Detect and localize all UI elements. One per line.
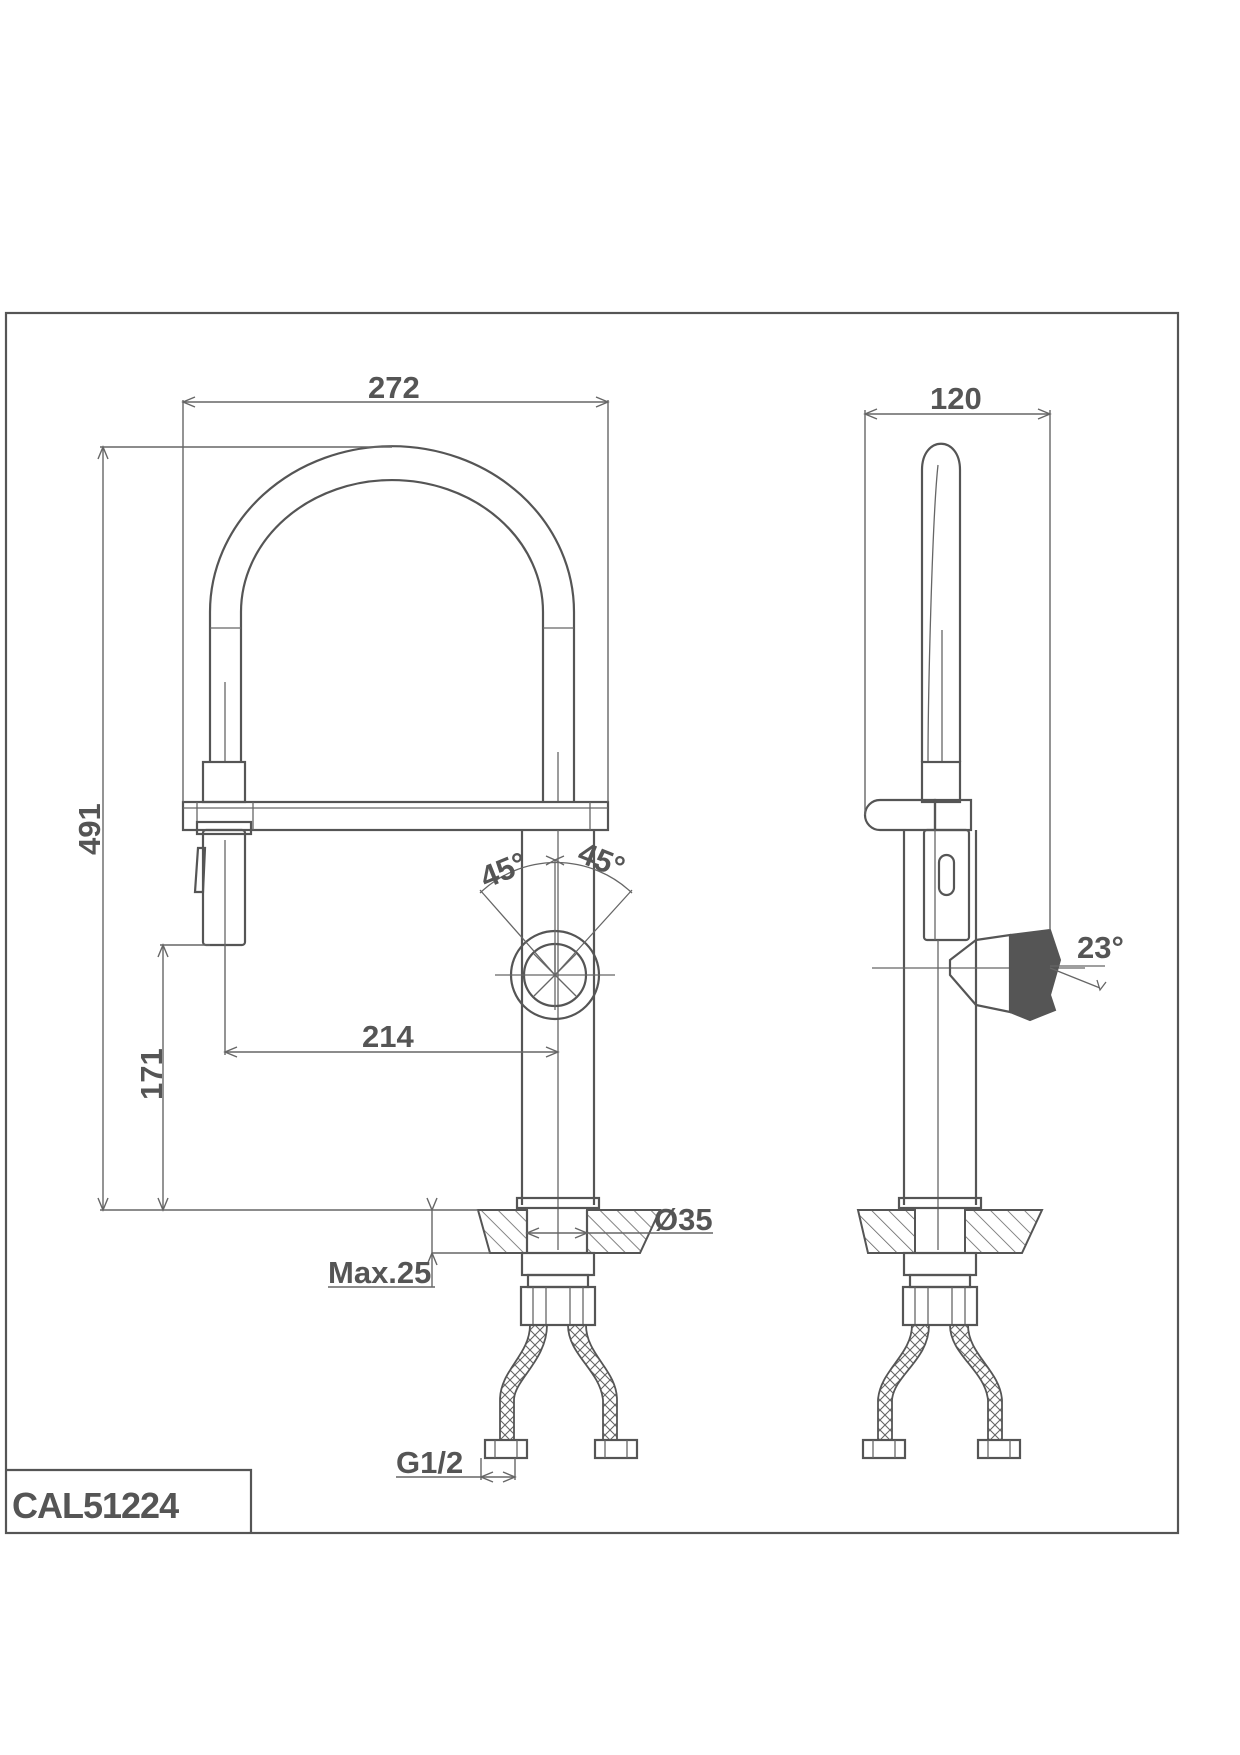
dim-height-overall: 491 [72,803,107,855]
side-arm [863,798,937,832]
countertop-section-front [476,1209,662,1254]
drawing-frame [4,311,1180,1535]
side-dimensions: 120 [863,381,1052,930]
dim-spout-reach: 214 [362,1019,414,1054]
hose-right-front [567,1324,618,1441]
fitting-left-front [483,1438,529,1460]
front-dimensions: 272 491 171 214 Ø35 Max.25 [72,370,713,1483]
mounting-nut [526,1273,590,1289]
front-view: 45° 45° [181,445,662,1460]
spray-trigger [193,846,207,894]
title-block: CAL51224 [6,1468,253,1533]
dim-max-thickness: Max.25 [328,1255,431,1290]
hose-left-side [877,1324,930,1441]
mounting-coupling [519,1285,597,1327]
countertop-section-side [856,1209,1044,1254]
lever-handle-side [948,933,1012,1014]
dim-spout-height: 171 [134,1048,169,1100]
dim-thread: G1/2 [396,1445,463,1480]
angle-left-label: 45° [475,845,532,895]
angle-right-label: 45° [573,835,630,885]
dim-side-depth: 120 [930,381,982,416]
fitting-right-front [593,1438,639,1460]
dim-hole-diameter: Ø35 [654,1202,713,1237]
lever-grip [1009,928,1062,1022]
dim-width-overall: 272 [368,370,420,405]
spout-arch-inner [239,478,545,630]
spray-head-collar [201,760,247,804]
side-spout [920,442,962,762]
model-code: CAL51224 [12,1485,179,1526]
hose-left-front [499,1324,548,1441]
spray-button [937,853,956,897]
side-view: 23° [856,442,1124,1460]
hose-right-side [949,1324,1003,1441]
spray-head [201,828,247,947]
angle-tilt-label: 23° [1077,930,1124,965]
base-flange [515,1196,601,1210]
horizontal-arm [181,800,610,832]
spout-arch-outer [208,445,576,630]
